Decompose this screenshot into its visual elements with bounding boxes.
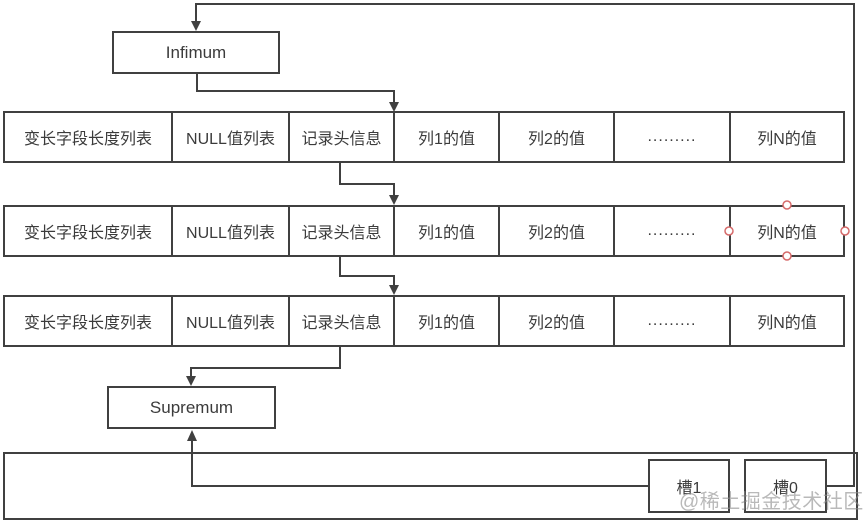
connector-row1-to-row2 <box>339 163 395 195</box>
arrowhead-into-supremum-bottom <box>187 430 197 441</box>
cell-record-header: 记录头信息 <box>288 113 393 161</box>
slot1-label: 槽1 <box>676 480 702 497</box>
arrowhead-into-infimum <box>191 21 201 31</box>
slot1-box: 槽1 <box>648 459 730 513</box>
connector-row3-to-supremum <box>190 347 341 376</box>
cell-col1-value: 列1的值 <box>393 297 498 345</box>
cell-ellipsis: ......... <box>613 297 729 345</box>
cell-col1-value: 列1的值 <box>393 113 498 161</box>
record-row-3: 变长字段长度列表 NULL值列表 记录头信息 列1的值 列2的值 .......… <box>3 295 845 347</box>
arrowhead-into-row2 <box>389 195 399 205</box>
supremum-box: Supremum <box>107 386 276 429</box>
cell-record-header: 记录头信息 <box>288 297 393 345</box>
cell-col2-value: 列2的值 <box>498 113 613 161</box>
cell-null-value-list: NULL值列表 <box>171 207 288 255</box>
record-row-2: 变长字段长度列表 NULL值列表 记录头信息 列1的值 列2的值 .......… <box>3 205 845 257</box>
cell-ellipsis: ......... <box>613 207 729 255</box>
cell-variable-length-list: 变长字段长度列表 <box>23 315 152 332</box>
cell-null-value-list: NULL值列表 <box>171 113 288 161</box>
cell-colN-value-selected: 列N的值 <box>729 207 843 255</box>
connector-row2-to-row3 <box>339 257 395 285</box>
slot0-box: 槽0 <box>744 459 827 513</box>
arrowhead-into-supremum-top <box>186 376 196 386</box>
connector-infimum-to-row1 <box>196 74 395 102</box>
infimum-box: Infimum <box>112 31 280 74</box>
cell-variable-length-list: 变长字段长度列表 <box>23 225 152 242</box>
cell-colN-value: 列N的值 <box>729 297 843 345</box>
infimum-label: Infimum <box>165 42 227 62</box>
cell-col2-value: 列2的值 <box>498 207 613 255</box>
cell-col2-value: 列2的值 <box>498 297 613 345</box>
supremum-label: Supremum <box>149 397 234 417</box>
cell-col1-value: 列1的值 <box>393 207 498 255</box>
cell-ellipsis: ......... <box>613 113 729 161</box>
slot0-label: 槽0 <box>773 480 798 497</box>
cell-variable-length-list: 变长字段长度列表 <box>23 131 152 148</box>
record-row-1: 变长字段长度列表 NULL值列表 记录头信息 列1的值 列2的值 .......… <box>3 111 845 163</box>
cell-record-header: 记录头信息 <box>288 207 393 255</box>
arrowhead-into-row3 <box>389 285 399 295</box>
cell-colN-value: 列N的值 <box>729 113 843 161</box>
cell-null-value-list: NULL值列表 <box>171 297 288 345</box>
